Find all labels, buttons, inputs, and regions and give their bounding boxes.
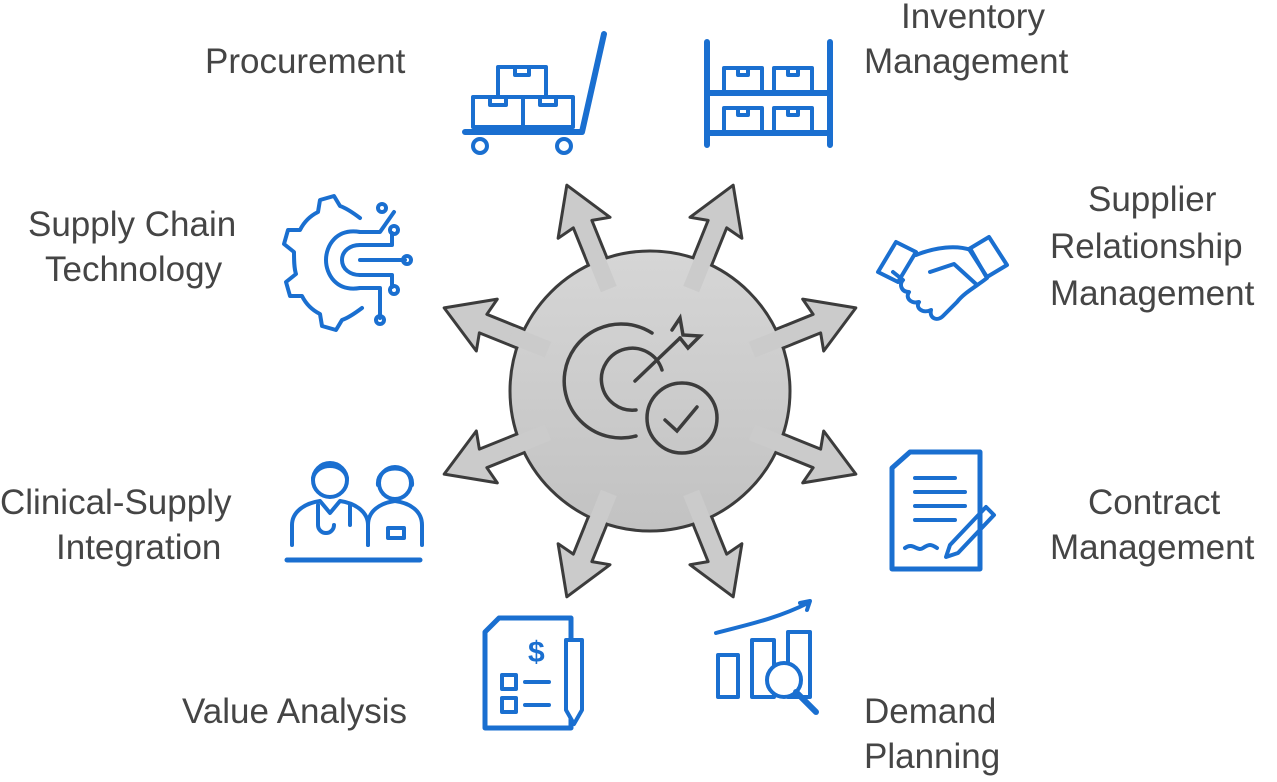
label-clinical-line1: Clinical-Supply: [0, 483, 232, 522]
label-technology-line1: Supply Chain: [28, 205, 237, 244]
radial-arrow-joint: [748, 326, 793, 358]
radial-arrow-joint: [683, 489, 715, 534]
label-technology-line2: Technology: [45, 250, 223, 289]
radial-arrow-joint: [507, 326, 552, 358]
hub-circle: [508, 249, 792, 533]
label-inventory-line2: Management: [864, 42, 1069, 81]
radial-arrow-joint: [507, 424, 552, 456]
target-check-icon: [562, 313, 719, 455]
label-demand-line2: Planning: [864, 737, 1001, 776]
label-contract-line2: Management: [1050, 528, 1255, 567]
radial-arrow-joint: [748, 424, 793, 456]
label-value-analysis: Value Analysis: [182, 692, 408, 731]
radial-arrow-joint: [585, 489, 617, 534]
label-procurement: Procurement: [205, 42, 406, 81]
label-inventory-line1: Inventory: [901, 0, 1045, 36]
radial-arrow-joint: [585, 248, 617, 293]
label-supplier-line3: Management: [1050, 274, 1255, 313]
label-demand-line1: Demand: [864, 692, 997, 731]
label-supplier-line2: Relationship: [1050, 227, 1243, 266]
label-supplier-line1: Supplier: [1088, 180, 1217, 219]
label-clinical-line2: Integration: [56, 528, 222, 567]
label-contract-line1: Contract: [1088, 483, 1221, 522]
radial-arrow-joint: [683, 248, 715, 293]
